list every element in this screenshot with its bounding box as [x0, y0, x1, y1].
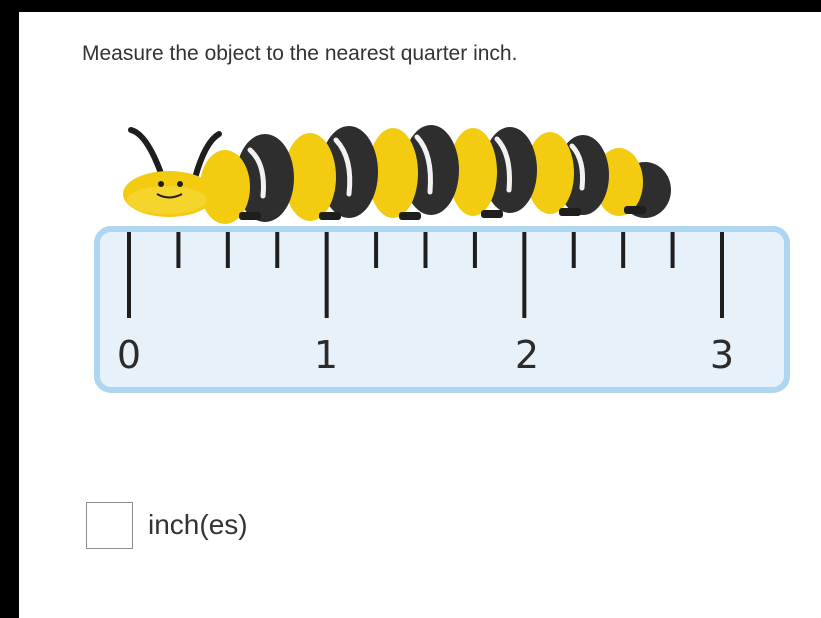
measurement-figure: 0 1 2 3	[94, 125, 790, 393]
ruler: 0 1 2 3	[94, 226, 790, 393]
ruler-ticks	[127, 232, 724, 318]
caterpillar-icon	[123, 125, 671, 224]
ruler-body	[94, 226, 790, 393]
ruler-label-3: 3	[710, 333, 734, 377]
question-panel: Measure the object to the nearest quarte…	[19, 12, 821, 618]
ruler-label-0: 0	[117, 333, 141, 377]
ruler-label-2: 2	[515, 333, 539, 377]
answer-input[interactable]	[86, 502, 133, 549]
question-prompt: Measure the object to the nearest quarte…	[82, 42, 518, 65]
ruler-labels: 0 1 2 3	[117, 333, 734, 377]
unit-label: inch(es)	[148, 509, 248, 540]
ruler-label-1: 1	[314, 333, 338, 377]
